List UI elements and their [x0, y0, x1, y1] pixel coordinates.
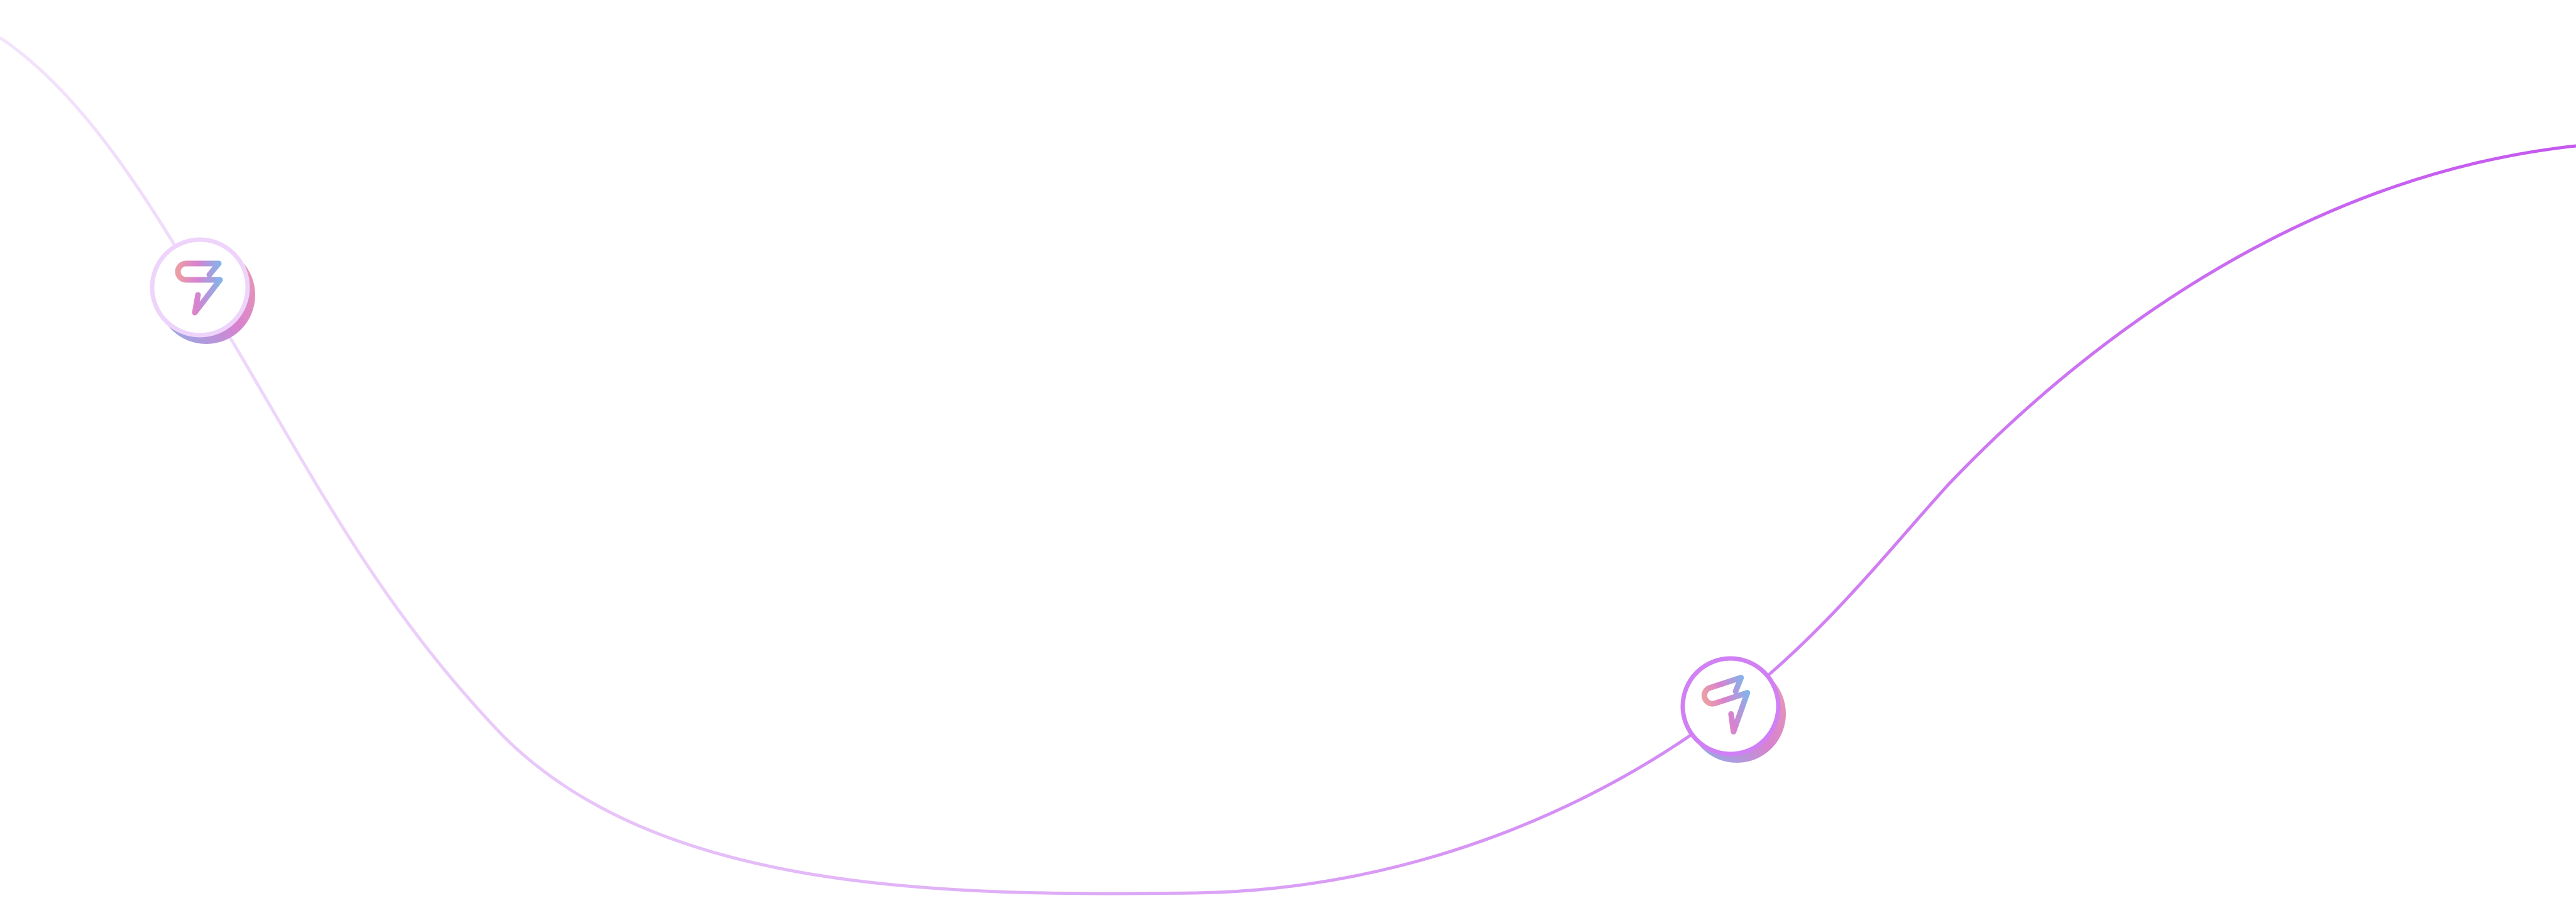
lightning-bolt-icon: [175, 260, 223, 316]
lightning-bolt-icon: [1701, 675, 1751, 735]
node-circle: [1680, 656, 1781, 757]
node-circle: [150, 237, 250, 338]
connector-curve: [0, 36, 2576, 895]
node-2: [1680, 656, 1786, 763]
node-1: [150, 237, 255, 344]
